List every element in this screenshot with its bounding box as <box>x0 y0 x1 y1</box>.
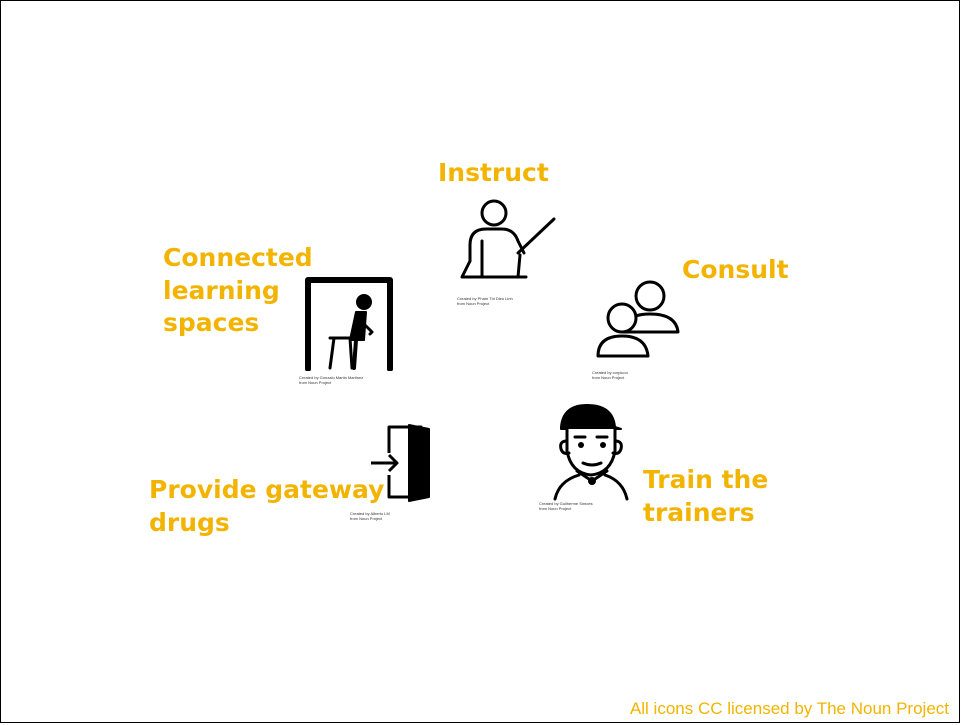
consult-people-icon <box>596 280 680 358</box>
instruct-credit: Created by Pham Thi Dieu Linh from Noun … <box>457 296 513 306</box>
gateway-label: Provide gateway drugs <box>149 474 384 539</box>
consult-credit: Created by corpicon from Noun Project <box>592 370 628 380</box>
train-line: trainers <box>643 497 755 527</box>
classroom-student-icon <box>305 277 393 371</box>
credit-line: from Noun Project <box>350 516 383 521</box>
consult-text: Consult <box>682 255 789 284</box>
credit-line: Created by Alberto LM <box>350 511 390 516</box>
train-line: Train the <box>643 465 769 494</box>
train-label: Train the trainers <box>643 464 768 529</box>
instruct-label: Instruct <box>438 157 549 190</box>
gateway-line: Provide gateway <box>149 475 385 504</box>
credit-line: Created by corpicon <box>592 370 628 375</box>
connected-line: spaces <box>163 308 260 337</box>
gateway-line: drugs <box>149 507 230 537</box>
license-footer: All icons CC licensed by The Noun Projec… <box>629 699 949 718</box>
train-credit: Created by Guilherme Simoes from Noun Pr… <box>539 501 593 511</box>
credit-line: from Noun Project <box>299 380 332 385</box>
connected-line: learning <box>163 275 280 305</box>
connected-line: Connected <box>163 243 313 272</box>
credit-line: Created by Guilherme Simoes <box>539 501 593 506</box>
credit-line: from Noun Project <box>457 301 490 306</box>
gateway-credit: Created by Alberto LM from Noun Project <box>350 511 390 521</box>
connected-credit: Created by Gonzalo Martin Martinez from … <box>299 375 363 385</box>
credit-line: Created by Gonzalo Martin Martinez <box>299 375 364 380</box>
credit-line: from Noun Project <box>592 375 625 380</box>
coach-whistle-icon <box>553 404 629 501</box>
connected-label: Connected learning spaces <box>163 242 313 340</box>
credit-line: Created by Pham Thi Dieu Linh <box>457 296 513 301</box>
consult-label: Consult <box>682 254 789 287</box>
instruct-text: Instruct <box>438 158 549 187</box>
teacher-icon <box>460 199 556 279</box>
credit-line: from Noun Project <box>539 506 572 511</box>
exit-door-icon <box>371 424 430 502</box>
